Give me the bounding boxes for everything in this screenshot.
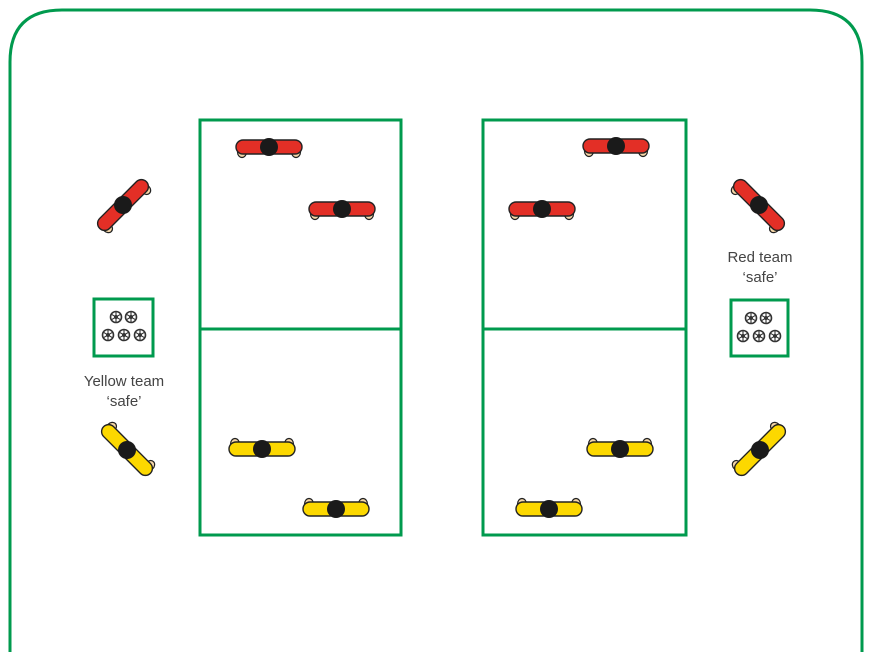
ball-icon: [768, 329, 782, 343]
red-player: [730, 178, 786, 234]
left-pitch: [198, 118, 403, 537]
red-player: [508, 200, 576, 221]
ball-icon: [133, 328, 147, 342]
yellow-safe-label: Yellow team ‘safe’: [64, 372, 184, 412]
yellow-player: [515, 497, 583, 518]
red-player: [582, 137, 650, 158]
right-pitch: [481, 118, 688, 537]
yellow-safe-label-line2: ‘safe’: [106, 393, 142, 410]
ball-icon: [759, 311, 773, 325]
yellow-player: [302, 497, 370, 518]
yellow-player: [731, 421, 787, 477]
red-safe-label: Red team ‘safe’: [700, 248, 820, 288]
yellow-player: [586, 437, 654, 458]
yellow-player: [100, 421, 156, 477]
red-player: [308, 200, 376, 221]
ball-icon: [752, 329, 766, 343]
red-safe-label-line2: ‘safe’: [742, 269, 778, 286]
area-boundary: [8, 8, 864, 652]
red-safe-zone: [729, 298, 790, 358]
players-layer: [96, 137, 787, 518]
yellow-player: [228, 437, 296, 458]
ball-icon: [744, 311, 758, 325]
yellow-safe-zone: [92, 297, 155, 358]
yellow-safe-label-line1: Yellow team: [83, 373, 165, 390]
ball-icon: [117, 328, 131, 342]
red-player: [96, 178, 152, 234]
ball-icon: [124, 310, 138, 324]
ball-icon: [101, 328, 115, 342]
ball-icon: [736, 329, 750, 343]
red-player: [235, 138, 303, 159]
red-safe-label-line1: Red team: [727, 249, 793, 266]
ball-icon: [109, 310, 123, 324]
